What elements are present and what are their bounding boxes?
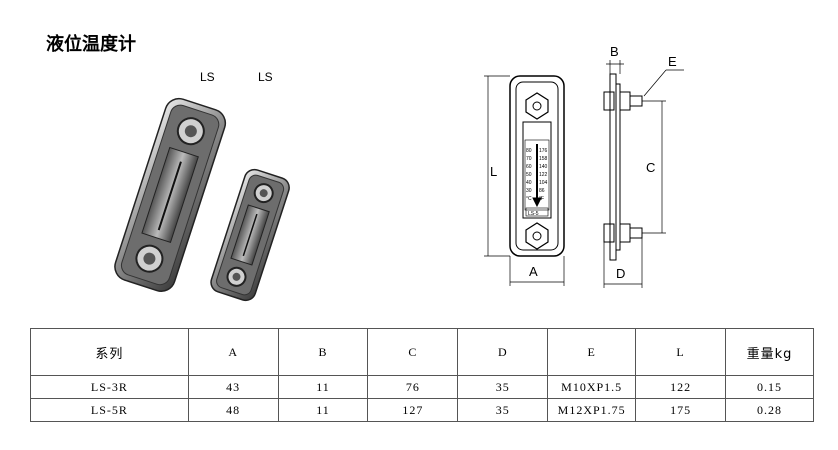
scale-right-3: 122 xyxy=(539,172,548,178)
header-L: L xyxy=(635,328,727,376)
scale-right-4: 104 xyxy=(539,180,548,186)
large-gauge-image xyxy=(114,97,227,292)
cell: 11 xyxy=(277,375,369,399)
header-A: A xyxy=(187,328,279,376)
product-photo xyxy=(114,97,290,302)
cell: 35 xyxy=(457,375,549,399)
table-header-row: 系列 A B C D E L 重量kg xyxy=(30,328,814,376)
cell: 122 xyxy=(635,375,727,399)
scale-right-2: 140 xyxy=(539,164,548,170)
dim-L xyxy=(484,75,510,257)
cell: 175 xyxy=(635,398,727,422)
scale-right-0: 176 xyxy=(539,148,548,154)
scale-left-2: 60 xyxy=(526,164,532,170)
dim-A xyxy=(509,256,565,286)
cell: 0.15 xyxy=(725,375,814,399)
header-C: C xyxy=(367,328,459,376)
cell: 127 xyxy=(367,398,459,422)
cell: M12XP1.75 xyxy=(547,398,637,422)
table-row: LS-5R 48 11 127 35 M12XP1.75 175 0.28 xyxy=(30,398,814,422)
label-C: C xyxy=(646,160,655,175)
label-D: D xyxy=(616,266,625,281)
cell: 35 xyxy=(457,398,549,422)
page-title: 液位温度计 xyxy=(46,34,136,55)
cell: 11 xyxy=(277,398,369,422)
side-view xyxy=(603,73,643,261)
cell: LS-3R xyxy=(30,375,189,399)
scale-left-4: 40 xyxy=(526,180,532,186)
cell: 43 xyxy=(187,375,279,399)
scale-left-5: 30 xyxy=(526,188,532,194)
dim-D xyxy=(603,238,643,288)
small-gauge-image xyxy=(210,168,290,302)
dimension-drawing: 80 70 60 50 40 30 °C 176 158 140 122 104… xyxy=(484,44,684,288)
cell: M10XP1.5 xyxy=(547,375,637,399)
scale-left-3: 50 xyxy=(526,172,532,178)
label-L: L xyxy=(490,164,497,179)
label-E: E xyxy=(668,54,677,69)
header-series: 系列 xyxy=(30,328,189,376)
label-B: B xyxy=(610,44,619,59)
dim-B xyxy=(606,60,624,74)
scale-left-6: °C xyxy=(526,196,532,202)
front-view xyxy=(509,75,565,257)
cell: 76 xyxy=(367,375,459,399)
header-weight: 重量kg xyxy=(725,328,814,376)
scale-left-0: 80 xyxy=(526,148,532,154)
scale-right-1: 158 xyxy=(539,156,548,162)
header-E: E xyxy=(547,328,637,376)
table-row: LS-3R 43 11 76 35 M10XP1.5 122 0.15 xyxy=(30,375,814,399)
spec-table: 系列 A B C D E L 重量kg LS-3R 43 11 76 35 M1… xyxy=(30,328,814,422)
dim-C xyxy=(642,100,666,234)
scale-left-1: 70 xyxy=(526,156,532,162)
scale-right-6: °F xyxy=(539,196,544,202)
model-label-large: LS xyxy=(200,70,215,84)
scale-right-5: 86 xyxy=(539,188,545,194)
header-B: B xyxy=(277,328,369,376)
cell: 48 xyxy=(187,398,279,422)
dim-E xyxy=(643,69,684,97)
model-tag: LS-5 xyxy=(528,211,539,217)
label-A: A xyxy=(529,264,538,279)
model-label-small: LS xyxy=(258,70,273,84)
header-D: D xyxy=(457,328,549,376)
thermometer-scale: 80 70 60 50 40 30 °C 176 158 140 122 104… xyxy=(526,148,548,217)
cell: 0.28 xyxy=(725,398,814,422)
cell: LS-5R xyxy=(30,398,189,422)
